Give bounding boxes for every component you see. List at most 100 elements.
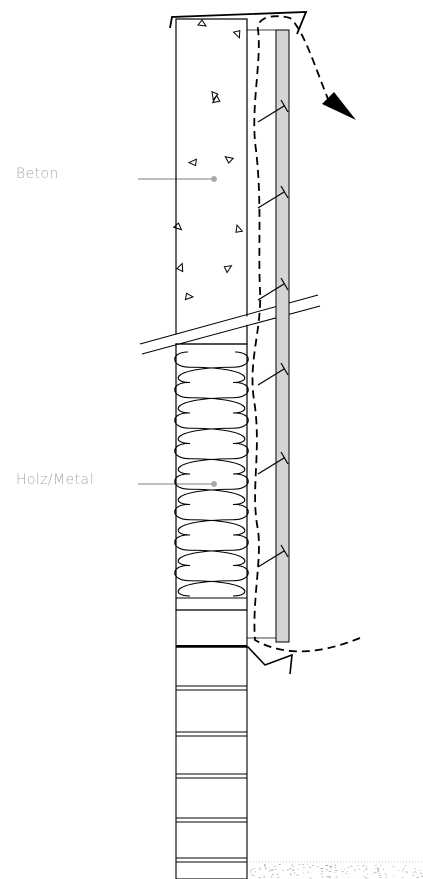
soil-speckle bbox=[274, 869, 277, 870]
soil-speckle bbox=[358, 869, 360, 870]
label-holz-metal: Holz/Metal bbox=[16, 472, 94, 488]
soil-speckle bbox=[270, 870, 273, 871]
soil-speckle bbox=[263, 877, 265, 878]
soil-speckle bbox=[344, 868, 345, 870]
soil-speckle bbox=[380, 864, 382, 866]
soil-speckle bbox=[321, 876, 324, 878]
soil-speckle bbox=[309, 867, 312, 868]
insulation-section bbox=[174, 343, 249, 611]
ground-soil bbox=[247, 861, 423, 879]
soil-speckle bbox=[415, 871, 416, 872]
soil-speckle bbox=[307, 871, 310, 873]
soil-speckle bbox=[402, 870, 404, 872]
triangle-aggregate-icon bbox=[232, 29, 241, 39]
nail-icon bbox=[257, 185, 289, 209]
soil-speckle bbox=[252, 875, 255, 876]
soil-speckle bbox=[329, 866, 331, 867]
soil-speckle bbox=[405, 871, 408, 873]
soil-speckle bbox=[335, 870, 337, 871]
soil-speckle bbox=[293, 869, 295, 871]
soil-speckle bbox=[404, 865, 406, 867]
soil-speckle bbox=[289, 868, 292, 869]
soil-speckle bbox=[265, 868, 267, 870]
soil-speckle bbox=[274, 866, 276, 867]
soil-speckle bbox=[263, 876, 265, 877]
soil-speckle bbox=[377, 870, 379, 872]
soil-speckle bbox=[329, 871, 332, 872]
soil-speckle bbox=[413, 872, 414, 873]
soil-speckle bbox=[276, 873, 279, 875]
soil-speckle bbox=[292, 865, 294, 867]
soil-speckle bbox=[363, 865, 365, 866]
label-beton: Beton bbox=[16, 166, 59, 182]
soil-speckle bbox=[334, 867, 337, 868]
soil-speckle bbox=[251, 869, 253, 870]
nail-icon bbox=[257, 362, 289, 386]
triangle-aggregate-icon bbox=[197, 19, 208, 27]
triangle-aggregate-icon bbox=[184, 292, 195, 301]
soil-speckle bbox=[264, 865, 266, 866]
triangle-aggregate-icon bbox=[172, 222, 183, 231]
aggregate-icons bbox=[172, 19, 244, 301]
soil-speckle bbox=[402, 868, 404, 870]
soil-speckle bbox=[282, 869, 284, 871]
soil-speckle bbox=[268, 870, 271, 872]
soil-speckle bbox=[254, 868, 256, 870]
soil-speckle bbox=[264, 864, 266, 865]
triangle-aggregate-icon bbox=[223, 265, 233, 274]
soil-speckle bbox=[340, 868, 342, 870]
soil-speckle bbox=[404, 867, 405, 869]
cladding-panel bbox=[247, 29, 290, 643]
soil-speckle bbox=[251, 874, 253, 876]
soil-speckle bbox=[296, 874, 299, 876]
soil-speckle bbox=[365, 877, 368, 879]
soil-speckle bbox=[366, 866, 368, 868]
soil-speckle bbox=[306, 864, 308, 866]
soil-speckle bbox=[334, 864, 336, 866]
soil-speckle bbox=[353, 869, 356, 871]
soil-speckle bbox=[297, 868, 299, 870]
leader-dot-holz bbox=[211, 481, 217, 487]
soil-speckle bbox=[271, 869, 274, 871]
soil-speckle bbox=[414, 868, 416, 870]
triangle-aggregate-icon bbox=[235, 223, 244, 233]
soil-speckle bbox=[335, 876, 338, 878]
soil-speckle bbox=[415, 872, 417, 874]
dashed-arrow-icon bbox=[322, 92, 356, 120]
soil-speckle bbox=[345, 873, 347, 874]
soil-speckle bbox=[406, 872, 408, 874]
soil-speckle bbox=[325, 865, 328, 866]
soil-speckle bbox=[373, 872, 375, 874]
top-flashing bbox=[169, 11, 308, 35]
batt-insulation bbox=[174, 351, 249, 599]
soil-speckle bbox=[288, 869, 290, 871]
soil-speckle bbox=[277, 876, 279, 878]
soil-speckle bbox=[287, 869, 289, 871]
soil-speckle bbox=[259, 867, 262, 869]
soil-speckle bbox=[278, 864, 281, 865]
soil-speckle bbox=[385, 876, 387, 878]
soil-speckle bbox=[374, 868, 376, 870]
soil-speckle bbox=[412, 875, 414, 876]
soil-speckle bbox=[290, 874, 292, 876]
concrete-wall bbox=[172, 18, 248, 345]
soil-speckle bbox=[362, 865, 364, 867]
soil-speckle bbox=[298, 864, 301, 865]
soil-speckle bbox=[420, 872, 423, 874]
soil-speckle bbox=[416, 877, 419, 878]
soil-speckle bbox=[420, 873, 422, 874]
soil-speckle bbox=[370, 874, 372, 876]
soil-speckle bbox=[379, 875, 381, 876]
lower-wall bbox=[175, 609, 248, 879]
soil-speckle bbox=[363, 870, 365, 872]
triangle-aggregate-icon bbox=[176, 262, 184, 273]
triangle-aggregate-icon bbox=[187, 158, 197, 167]
bottom-flashing bbox=[176, 646, 293, 675]
soil-speckle bbox=[379, 876, 381, 878]
soil-speckle bbox=[375, 865, 377, 867]
fasteners bbox=[257, 99, 289, 568]
soil-speckle bbox=[290, 873, 292, 875]
soil-speckle bbox=[382, 868, 385, 870]
soil-speckle bbox=[250, 870, 252, 872]
soil-speckle bbox=[402, 877, 404, 878]
